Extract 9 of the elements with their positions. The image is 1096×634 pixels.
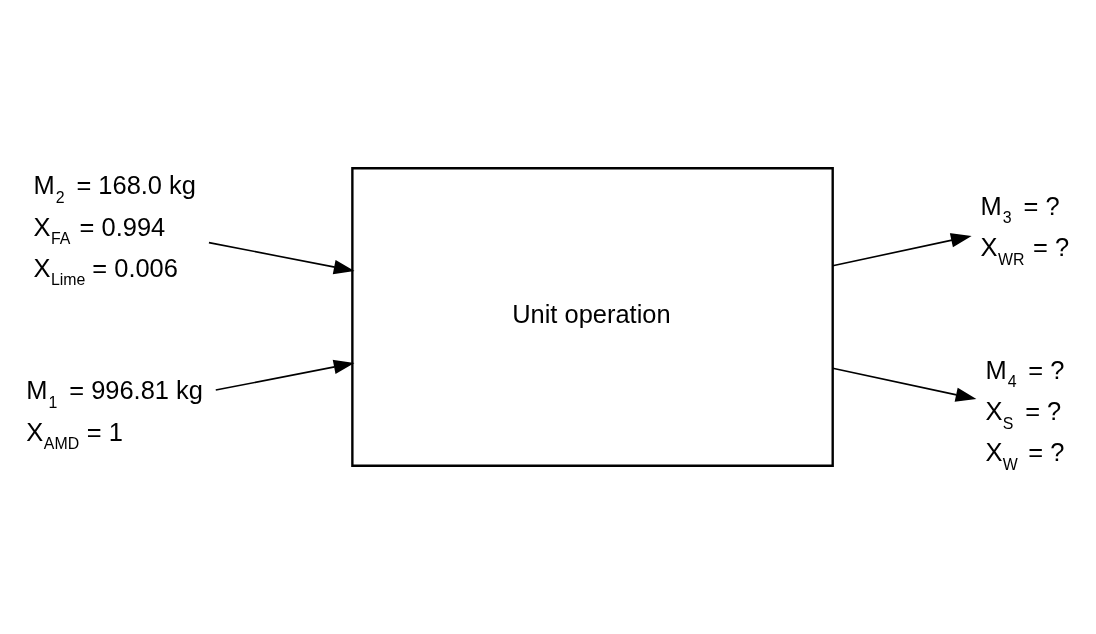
arrow	[208, 241, 355, 275]
arrow	[214, 359, 355, 391]
node-text: M$_{2}$ = 168.0 kg X$_{FA}$ = 0.994 X$_{Lime}$ = 0.006	[33, 171, 196, 289]
arrow	[831, 233, 972, 267]
arrow	[831, 367, 977, 402]
node-text: M$_{4}$ = ? X$_{S}$ = ? X$_{W}$ = ?	[985, 355, 1065, 473]
node-text: M$_{3}$ = ? X$_{WR}$ = ?	[980, 191, 1070, 268]
node-box: Unit operation	[351, 167, 834, 467]
node-text: M$_{1}$ = 996.81 kg X$_{AMD}$ = 1	[26, 376, 203, 453]
